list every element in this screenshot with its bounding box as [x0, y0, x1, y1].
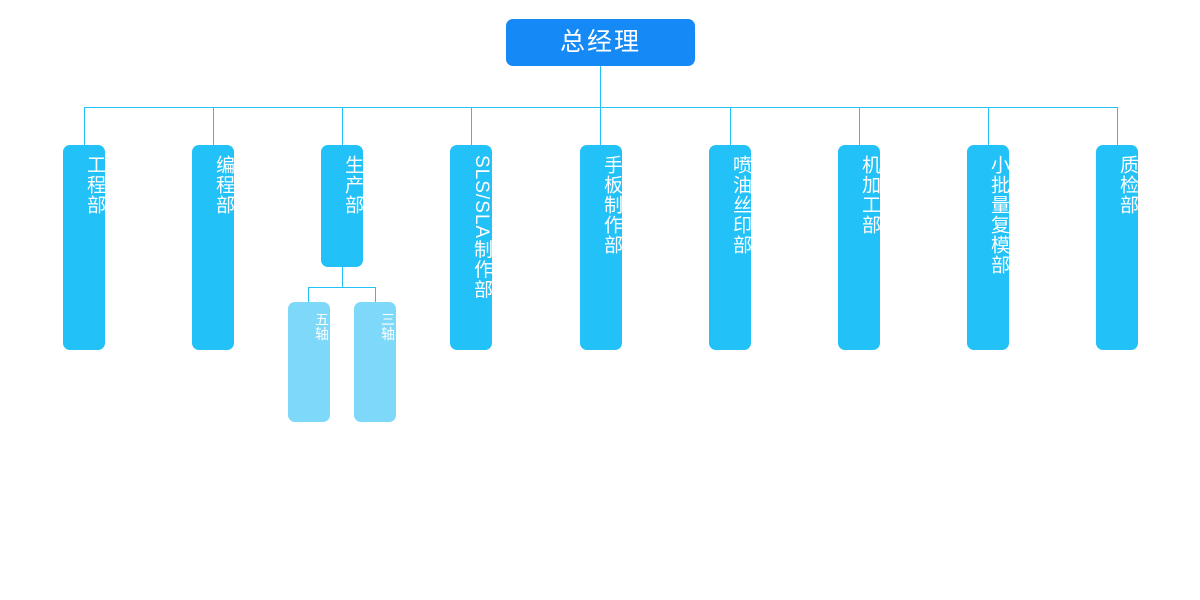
root-node-label: 总经理 [559, 28, 641, 56]
connector-production-stem [342, 267, 343, 288]
connector-drop-sub-2 [375, 287, 376, 302]
connector-drop-5 [600, 107, 601, 145]
dept-label-quality-inspection: 质检部 [1117, 155, 1138, 215]
sub-node-five-axis[interactable]: 五轴 [288, 302, 330, 422]
dept-label-painting-printing: 喷油丝印部 [730, 155, 751, 255]
dept-node-prototype-making[interactable]: 手板制作部 [580, 145, 622, 350]
dept-node-painting-printing[interactable]: 喷油丝印部 [709, 145, 751, 350]
connector-drop-sub-1 [308, 287, 309, 302]
dept-node-engineering[interactable]: 工程部 [63, 145, 105, 350]
sub-label-three-axis: 三轴 [380, 312, 396, 341]
dept-node-small-batch-molding[interactable]: 小批量复模部 [967, 145, 1009, 350]
dept-label-production: 生产部 [342, 155, 363, 215]
root-node-general-manager[interactable]: 总经理 [506, 19, 697, 74]
connector-drop-3 [342, 107, 343, 145]
dept-label-programming: 编程部 [213, 155, 234, 215]
connector-main-bus [84, 107, 1118, 108]
connector-drop-2 [213, 107, 214, 145]
dept-label-engineering: 工程部 [84, 155, 105, 215]
dept-label-sls-sla: SLS/SLA制作部 [471, 155, 492, 300]
connector-drop-4 [471, 107, 472, 145]
connector-production-bus [308, 287, 376, 288]
dept-label-machining: 机加工部 [859, 155, 880, 235]
dept-node-quality-inspection[interactable]: 质检部 [1096, 145, 1138, 350]
dept-node-sls-sla[interactable]: SLS/SLA制作部 [450, 145, 492, 350]
connector-drop-6 [730, 107, 731, 145]
sub-label-five-axis: 五轴 [314, 312, 330, 341]
dept-node-production[interactable]: 生产部 [321, 145, 363, 267]
dept-node-machining[interactable]: 机加工部 [838, 145, 880, 350]
dept-label-prototype-making: 手板制作部 [601, 155, 622, 255]
connector-drop-1 [84, 107, 85, 145]
dept-label-small-batch-molding: 小批量复模部 [988, 155, 1009, 275]
root-node-shadow-bar [508, 65, 697, 74]
sub-node-three-axis[interactable]: 三轴 [354, 302, 396, 422]
connector-drop-8 [988, 107, 989, 145]
connector-drop-7 [859, 107, 860, 145]
connector-root-stem [600, 66, 601, 108]
connector-drop-9 [1117, 107, 1118, 145]
dept-node-programming[interactable]: 编程部 [192, 145, 234, 350]
